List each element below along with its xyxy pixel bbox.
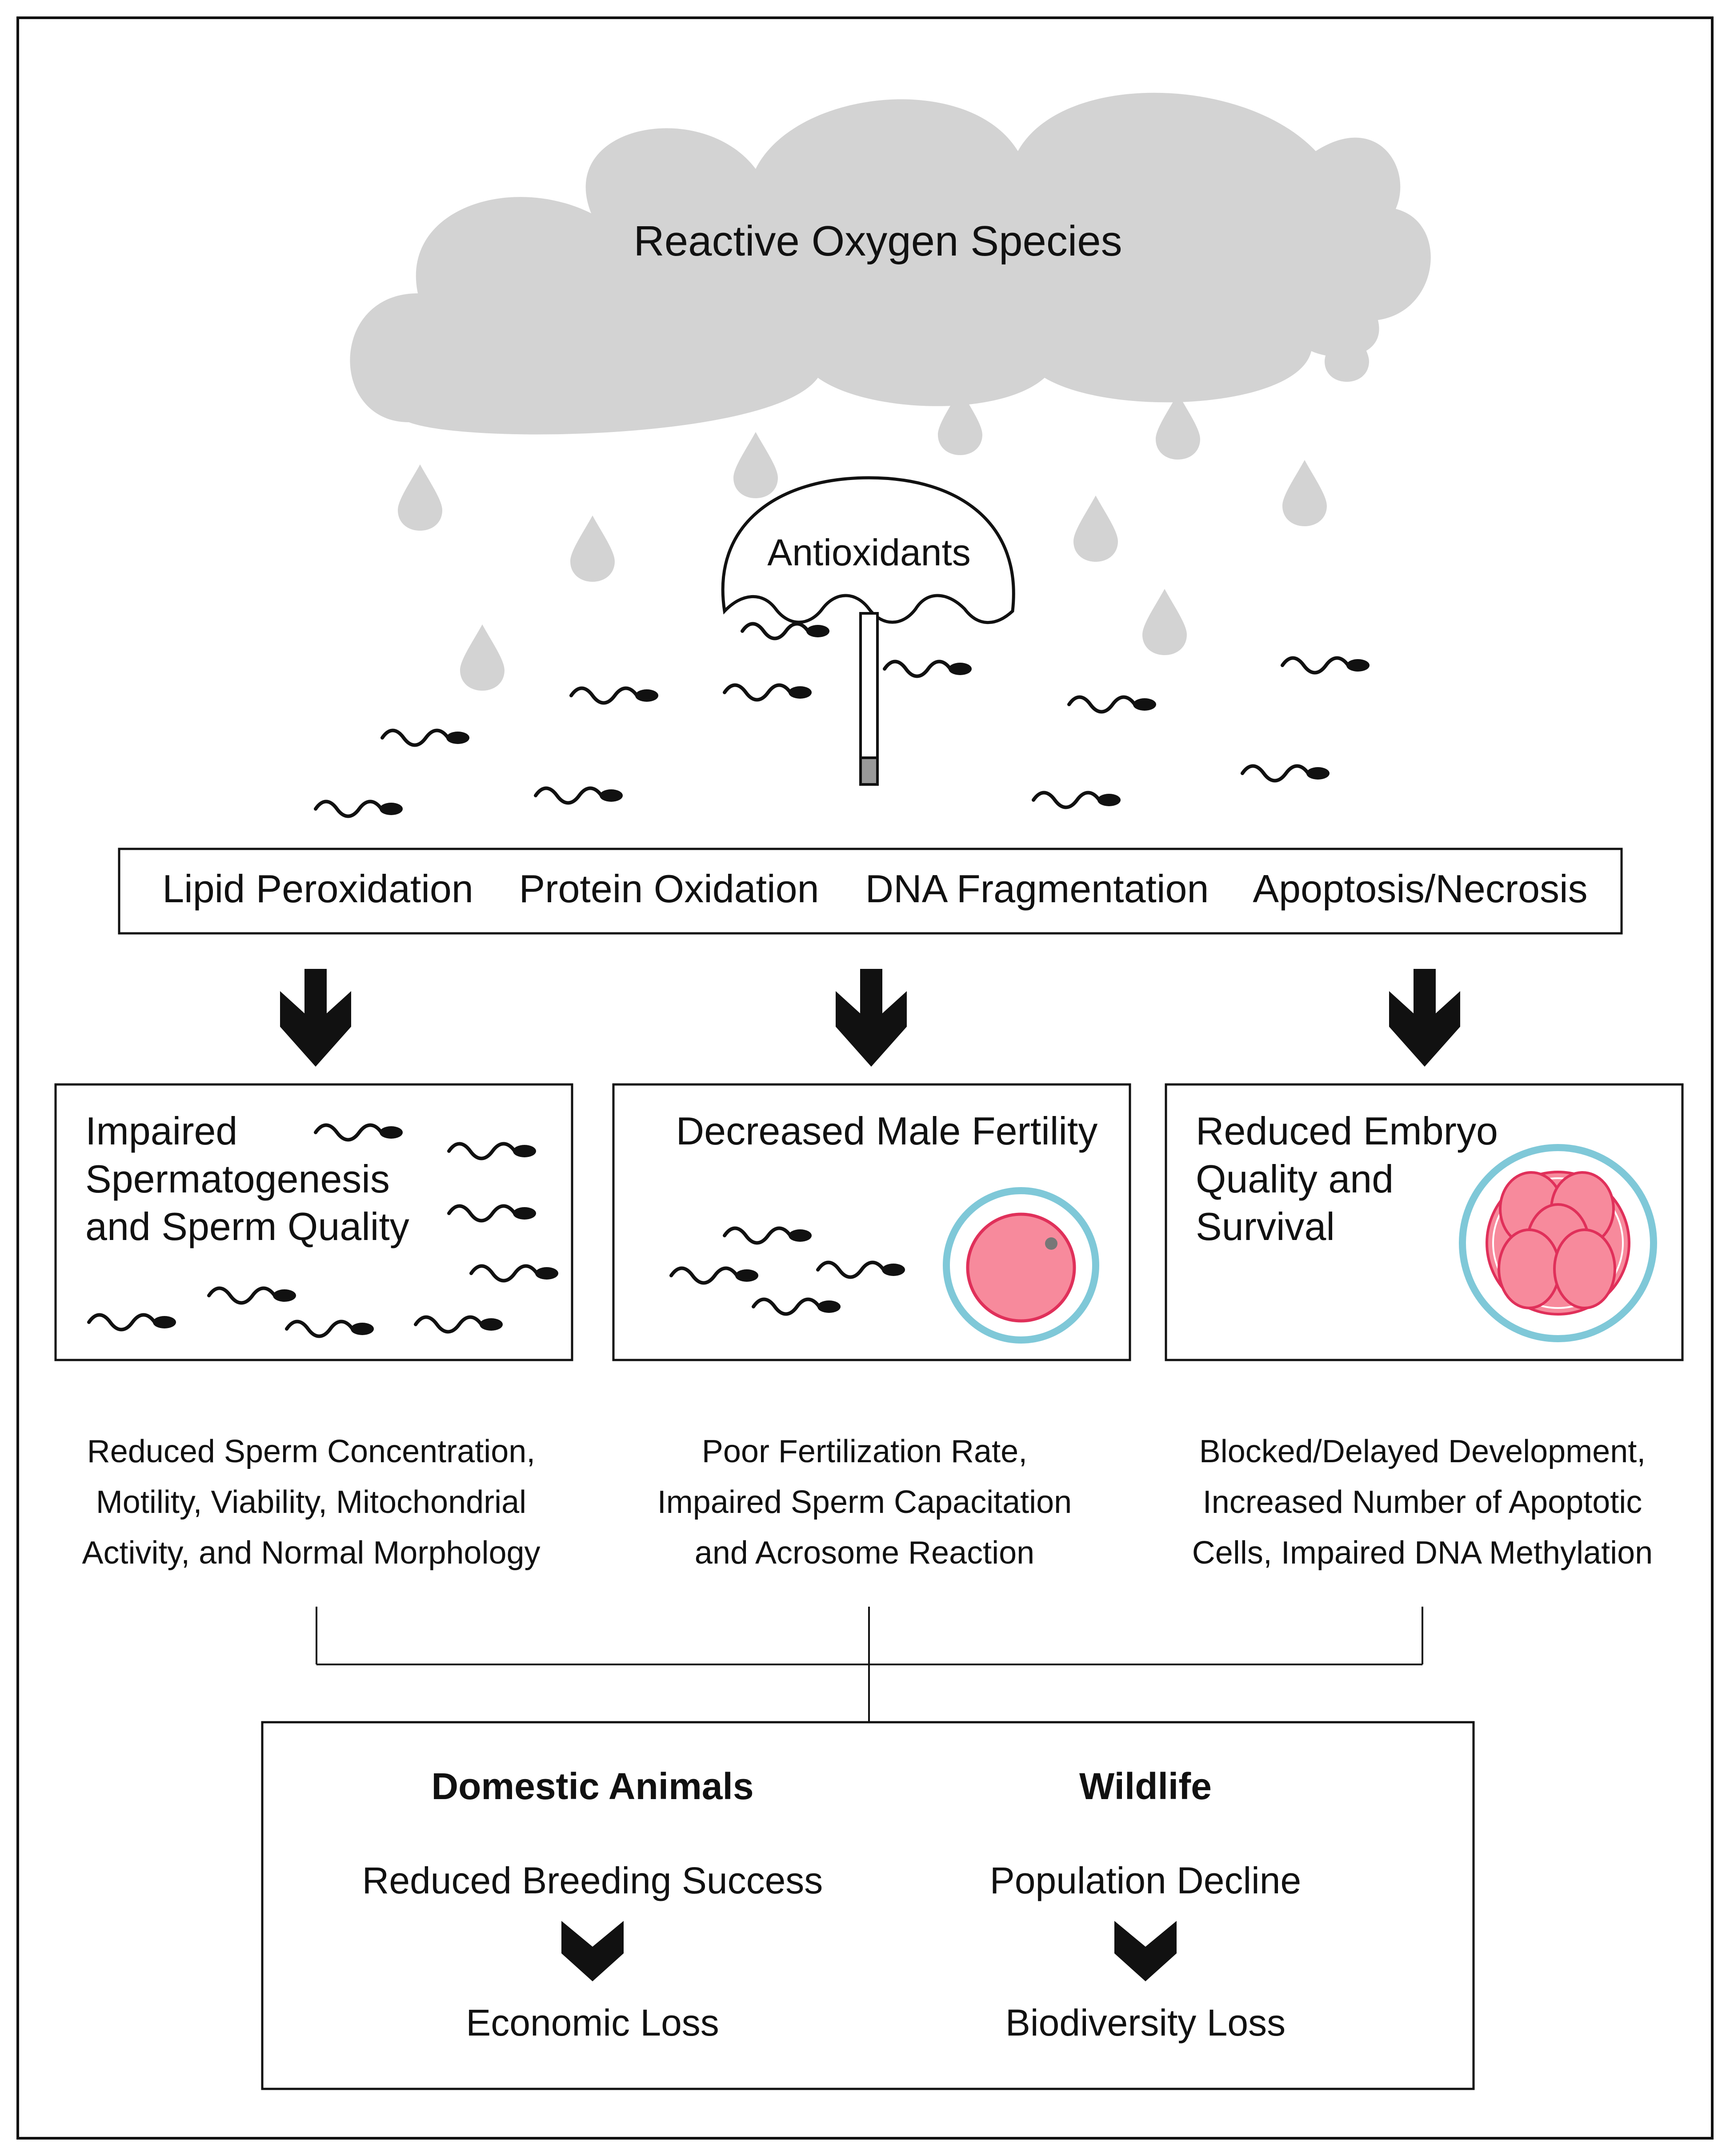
panel-3-title-line-3: Survival	[1196, 1204, 1335, 1248]
ros-cloud: Reactive Oxygen Species	[350, 92, 1431, 435]
sperm-icon	[742, 624, 829, 639]
panel-2-title-line-1: Decreased Male Fertility	[676, 1109, 1098, 1153]
effect-protein-oxidation: Protein Oxidation	[519, 867, 819, 911]
effects-box: Lipid Peroxidation Protein Oxidation DNA…	[118, 848, 1623, 935]
outcome-domestic-result: Economic Loss	[466, 2002, 719, 2044]
drop-icon	[1142, 589, 1187, 655]
cloud-label: Reactive Oxygen Species	[633, 217, 1122, 265]
sperm-icon	[725, 685, 812, 700]
panel-3-desc-line-1: Blocked/Delayed Development,	[1199, 1434, 1646, 1469]
connector-bracket	[316, 1607, 1423, 1722]
arrow-down-icon	[1389, 969, 1460, 1067]
drop-icon	[1073, 496, 1118, 562]
drop-icon	[460, 624, 505, 691]
outcome-domestic-effect: Reduced Breeding Success	[362, 1860, 823, 1901]
panel-3-description: Blocked/Delayed Development, Increased N…	[1192, 1434, 1653, 1571]
panel-embryo-quality: Reduced Embryo Quality and Survival	[1165, 1083, 1684, 1361]
drop-icon	[570, 516, 615, 582]
panel-1-desc-line-1: Reduced Sperm Concentration,	[87, 1434, 536, 1469]
effect-dna-fragmentation: DNA Fragmentation	[865, 867, 1209, 911]
sperm-icon	[885, 662, 972, 676]
panel-1-desc-line-3: Activity, and Normal Morphology	[82, 1535, 540, 1571]
arrow-down-icon	[280, 969, 351, 1067]
panel-1-title-line-3: and Sperm Quality	[85, 1204, 409, 1248]
panel-spermatogenesis: Impaired Spermatogenesis and Sperm Quali…	[54, 1083, 573, 1361]
drop-icon	[1282, 460, 1327, 526]
effect-apoptosis-necrosis: Apoptosis/Necrosis	[1253, 867, 1587, 911]
sperm-icon	[1069, 697, 1156, 712]
panel-3-title-line-1: Reduced Embryo	[1196, 1109, 1498, 1153]
outcome-wildlife-effect: Population Decline	[990, 1860, 1301, 1901]
sperm-icon	[316, 802, 403, 816]
outcome-wildlife-heading: Wildlife	[1079, 1765, 1212, 1807]
drop-icon	[398, 464, 442, 531]
panel-3-title-line-2: Quality and	[1196, 1157, 1394, 1201]
outer-frame	[16, 16, 1714, 2140]
outcomes-box: Domestic Animals Reduced Breeding Succes…	[261, 1721, 1475, 2090]
panel-2-description: Poor Fertilization Rate, Impaired Sperm …	[657, 1434, 1072, 1571]
sperm-icon	[1033, 793, 1121, 808]
sperm-icon	[536, 788, 623, 803]
panel-1-title-line-2: Spermatogenesis	[85, 1157, 390, 1201]
sperm-icon	[382, 731, 469, 745]
sperm-icon	[1242, 766, 1330, 781]
panel-3-desc-line-3: Cells, Impaired DNA Methylation	[1192, 1535, 1653, 1571]
arrow-down-icon	[836, 969, 907, 1067]
embryo-icon	[1459, 1144, 1657, 1342]
panel-1-description: Reduced Sperm Concentration, Motility, V…	[82, 1434, 540, 1571]
panel-2-desc-line-1: Poor Fertilization Rate,	[702, 1434, 1027, 1469]
drop-icon	[1156, 393, 1200, 460]
panel-2-desc-line-3: and Acrosome Reaction	[695, 1535, 1034, 1571]
panel-2-desc-line-2: Impaired Sperm Capacitation	[657, 1484, 1072, 1520]
outcome-wildlife-result: Biodiversity Loss	[1005, 2002, 1285, 2044]
sperm-icon	[571, 688, 658, 703]
panel-3-desc-line-2: Increased Number of Apoptotic	[1203, 1484, 1642, 1520]
panel-1-title-line-1: Impaired	[85, 1109, 237, 1153]
antioxidant-umbrella-icon: Antioxidants	[721, 476, 1015, 786]
drop-icon	[733, 432, 778, 498]
sperm-icon	[1282, 658, 1370, 673]
umbrella-label: Antioxidants	[767, 532, 971, 573]
oocyte-icon	[943, 1187, 1099, 1344]
outcome-domestic-heading: Domestic Animals	[431, 1765, 753, 1807]
panel-male-fertility: Decreased Male Fertility	[612, 1083, 1131, 1361]
effect-lipid-peroxidation: Lipid Peroxidation	[162, 867, 473, 911]
panel-1-desc-line-2: Motility, Viability, Mitochondrial	[96, 1484, 526, 1520]
